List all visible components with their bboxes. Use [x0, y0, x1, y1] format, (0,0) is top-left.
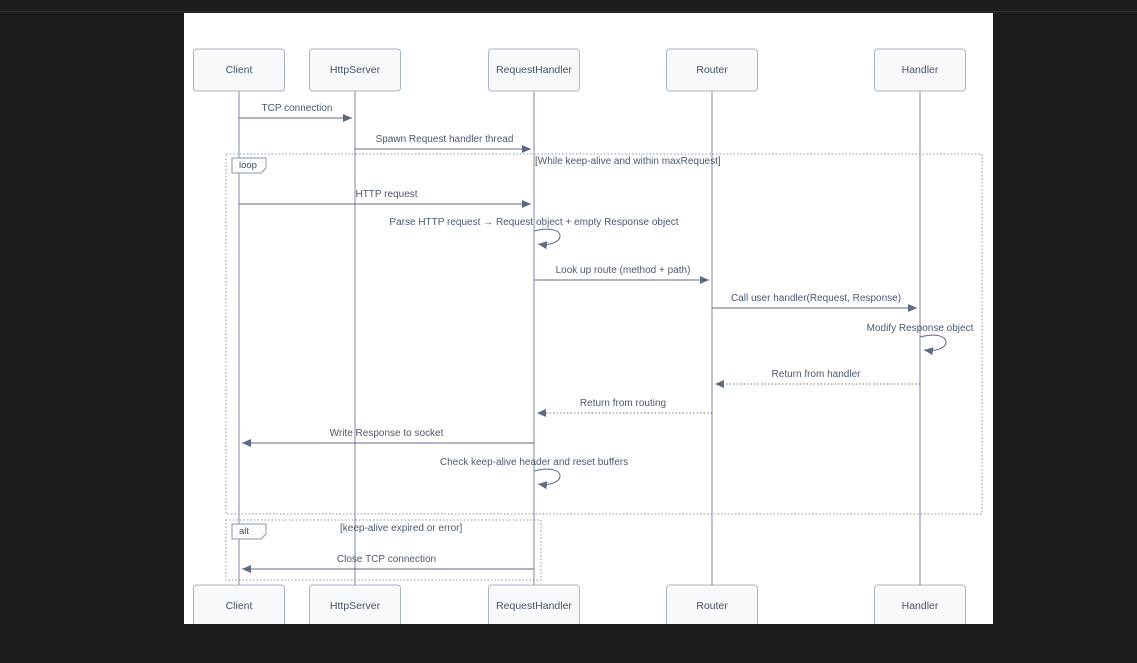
fragment-frame-loop [225, 153, 983, 515]
participant-box-top-client[interactable] [193, 48, 285, 92]
participant-boxes-group [193, 48, 966, 624]
participant-label-top-client: Client [225, 64, 253, 76]
participant-label-top-router: Router [696, 64, 728, 76]
participant-label-bottom-httpserver: HttpServer [329, 600, 381, 612]
fragment-operator-loop: loop [239, 160, 257, 171]
message-label-m11: Check keep-alive header and reset buffer… [439, 457, 629, 468]
participant-label-bottom-requesthandler: RequestHandler [496, 600, 572, 612]
lifelines-group [238, 91, 921, 585]
participant-box-bottom-handler[interactable] [874, 584, 966, 624]
message-label-m2: Spawn Request handler thread [375, 134, 514, 145]
participant-label-top-httpserver: HttpServer [329, 64, 381, 76]
participant-box-top-router[interactable] [666, 48, 758, 92]
diagram-vector-layer [193, 48, 983, 624]
fragment-label-tag-loop [231, 157, 267, 174]
participant-label-top-handler: Handler [901, 64, 939, 76]
message-label-m12: Close TCP connection [336, 554, 437, 565]
participant-label-bottom-client: Client [225, 600, 253, 612]
participant-box-top-requesthandler[interactable] [488, 48, 580, 92]
message-label-m9: Return from routing [579, 398, 667, 409]
fragment-frame-alt [225, 519, 542, 581]
participant-box-bottom-client[interactable] [193, 584, 285, 624]
participant-label-bottom-handler: Handler [901, 600, 939, 612]
fragment-condition-loop: [While keep-alive and within maxRequest] [535, 156, 721, 167]
fragment-condition-alt: [keep-alive expired or error] [340, 523, 463, 534]
participant-box-top-handler[interactable] [874, 48, 966, 92]
top-divider-rule [0, 11, 1137, 12]
participant-box-bottom-requesthandler[interactable] [488, 584, 580, 624]
fragment-label-tag-alt [231, 523, 267, 540]
participant-box-bottom-router[interactable] [666, 584, 758, 624]
participant-label-top-requesthandler: RequestHandler [496, 64, 572, 76]
message-label-m4: Parse HTTP request → Request object + em… [389, 217, 679, 228]
fragment-operator-alt: alt [239, 526, 250, 537]
message-label-m8: Return from handler [771, 369, 861, 380]
diagram-canvas: loop [While keep-alive and within maxRequ… [184, 13, 993, 624]
message-label-m7: Modify Response object [866, 323, 974, 334]
message-label-m1: TCP connection [261, 103, 333, 114]
messages-group [239, 114, 947, 573]
self-message-m4 [533, 228, 561, 250]
message-label-m10: Write Response to socket [329, 428, 444, 439]
message-label-m5: Look up route (method + path) [555, 265, 691, 276]
message-label-m3: HTTP request [355, 189, 418, 200]
participant-box-top-httpserver[interactable] [309, 48, 401, 92]
fragments-group [225, 153, 983, 581]
message-label-m6: Call user handler(Request, Response) [730, 293, 902, 304]
self-message-m11 [533, 468, 561, 490]
participant-label-bottom-router: Router [696, 600, 728, 612]
participant-box-bottom-httpserver[interactable] [309, 584, 401, 624]
self-message-m7 [919, 334, 947, 356]
